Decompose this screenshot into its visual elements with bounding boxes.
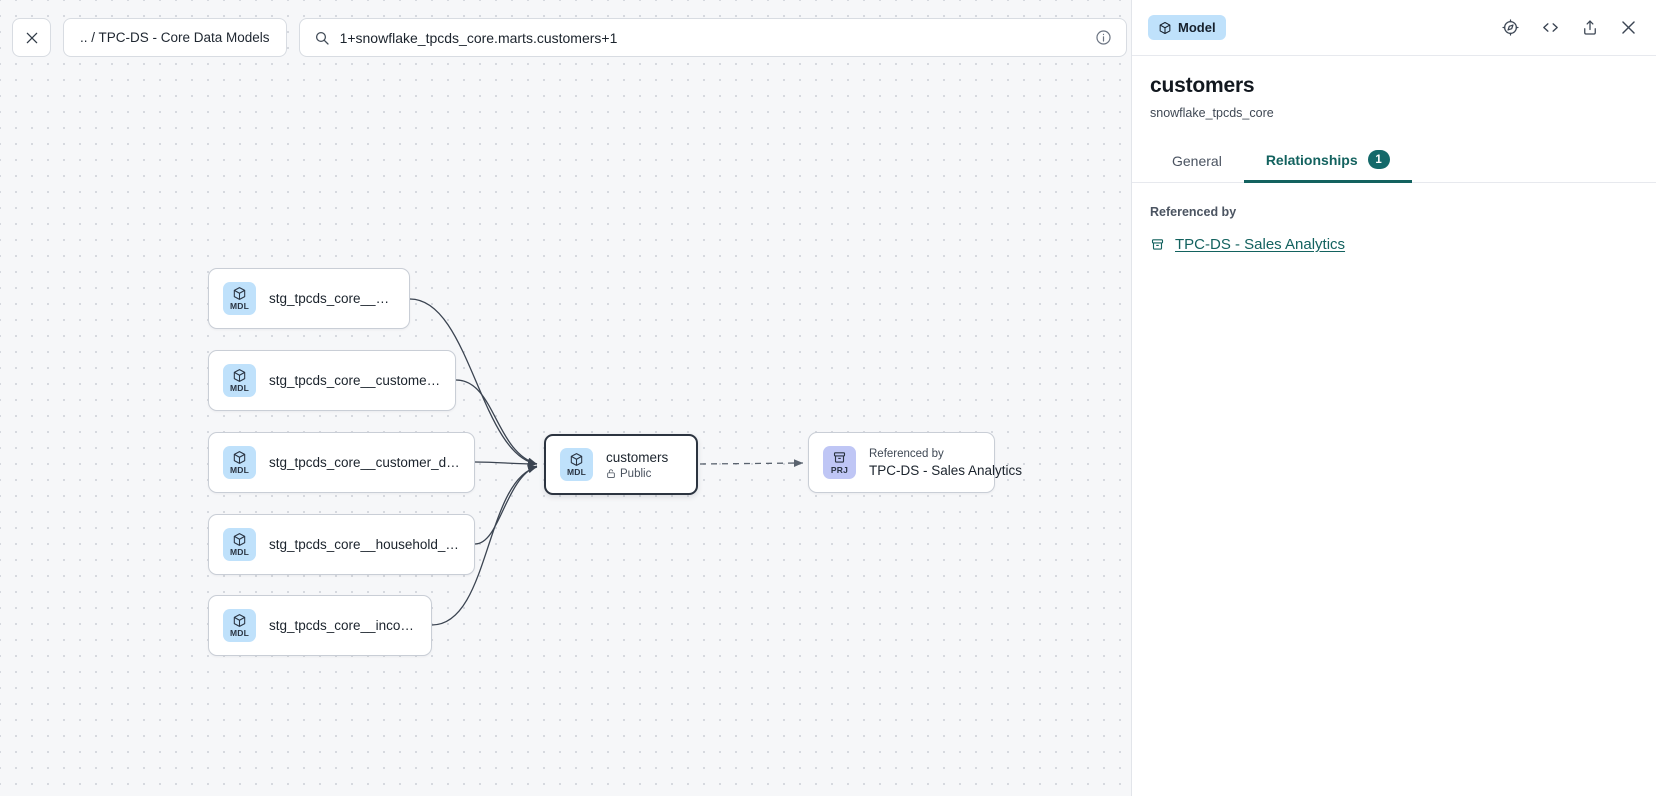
lineage-search-bar[interactable] — [298, 18, 1127, 57]
relationships-content: Referenced by TPC-DS - Sales Analytics — [1132, 183, 1656, 253]
info-icon[interactable] — [1095, 29, 1112, 46]
model-badge: MDL — [223, 609, 256, 642]
details-panel-heading: customers snowflake_tpcds_core — [1132, 56, 1656, 120]
breadcrumb-label: .. / TPC-DS - Core Data Models — [80, 30, 270, 45]
reference-link-label: TPC-DS - Sales Analytics — [1175, 236, 1346, 253]
model-badge: MDL — [223, 528, 256, 561]
cube-icon — [1159, 21, 1171, 34]
node-stg-tpcds-core-customer-demographics[interactable]: MDL stg_tpcds_core__customer_demogra... — [208, 432, 475, 493]
node-label: stg_tpcds_core__customer_demogra... — [269, 455, 460, 470]
node-label: stg_tpcds_core__household_demogr... — [269, 537, 460, 552]
details-panel: Model — [1131, 0, 1656, 796]
node-label: stg_tpcds_core__customer_address — [269, 373, 441, 388]
close-lineage-button[interactable] — [12, 18, 51, 57]
model-badge-abbr: MDL — [229, 547, 249, 558]
node-stg-tpcds-core-household-demographics[interactable]: MDL stg_tpcds_core__household_demogr... — [208, 514, 475, 575]
page-title: customers — [1150, 74, 1255, 97]
node-label: stg_tpcds_core__customer — [269, 291, 395, 306]
close-icon[interactable] — [1619, 18, 1638, 37]
node-stg-tpcds-core-income-band[interactable]: MDL stg_tpcds_core__income_band — [208, 595, 432, 656]
project-icon — [1150, 237, 1165, 252]
model-badge-abbr: MDL — [566, 467, 586, 478]
section-referenced-by-label: Referenced by — [1150, 205, 1237, 219]
node-text-column: customers Public — [606, 450, 668, 480]
node-label: stg_tpcds_core__income_band — [269, 618, 417, 633]
model-badge-abbr: MDL — [229, 465, 249, 476]
project-badge-abbr: PRJ — [830, 465, 849, 476]
tab-relationships-count: 1 — [1367, 150, 1390, 169]
tab-general[interactable]: General — [1150, 145, 1244, 183]
page-subtitle: snowflake_tpcds_core — [1150, 106, 1274, 120]
model-badge: MDL — [223, 446, 256, 479]
search-input[interactable] — [339, 29, 1085, 46]
share-icon[interactable] — [1581, 18, 1599, 37]
explore-icon[interactable] — [1501, 18, 1520, 37]
model-badge: MDL — [223, 364, 256, 397]
search-icon — [314, 30, 330, 46]
model-badge-abbr: MDL — [229, 301, 249, 312]
details-tabs: General Relationships 1 — [1132, 142, 1656, 183]
resource-type-badge: Model — [1148, 15, 1226, 40]
project-badge: PRJ — [823, 446, 856, 479]
lineage-canvas[interactable]: MDL stg_tpcds_core__customer MDL stg_tpc… — [0, 0, 1131, 796]
code-icon[interactable] — [1540, 18, 1561, 37]
node-referenced-by-project[interactable]: PRJ Referenced by TPC-DS - Sales Analyti… — [808, 432, 1023, 493]
node-text-column: Referenced by TPC-DS - Sales Analytics — [869, 447, 1023, 478]
breadcrumb[interactable]: .. / TPC-DS - Core Data Models — [63, 18, 287, 57]
node-customers-selected[interactable]: MDL customers Public — [544, 434, 698, 495]
tab-relationships[interactable]: Relationships 1 — [1243, 142, 1412, 183]
model-badge: MDL — [560, 448, 593, 481]
model-badge: MDL — [223, 282, 256, 315]
canvas-toolbar: .. / TPC-DS - Core Data Models — [12, 18, 1131, 57]
lineage-nodes: MDL stg_tpcds_core__customer MDL stg_tpc… — [208, 268, 1023, 656]
lock-icon — [607, 469, 615, 478]
node-stg-tpcds-core-customer-address[interactable]: MDL stg_tpcds_core__customer_address — [208, 350, 456, 411]
model-badge-abbr: MDL — [229, 383, 249, 394]
details-panel-header: Model — [1132, 0, 1656, 56]
panel-action-icons — [1501, 18, 1638, 37]
node-title: TPC-DS - Sales Analytics — [869, 462, 1023, 478]
close-icon — [26, 32, 37, 43]
node-title: customers — [606, 449, 669, 465]
node-caption: Referenced by — [869, 447, 944, 460]
node-access-label: Public — [620, 467, 652, 480]
node-access: Public — [606, 468, 668, 480]
node-stg-tpcds-core-customer[interactable]: MDL stg_tpcds_core__customer — [208, 268, 410, 329]
reference-link-tpc-ds-sales-analytics[interactable]: TPC-DS - Sales Analytics — [1150, 236, 1638, 253]
tab-relationships-label: Relationships — [1265, 151, 1358, 168]
model-badge-abbr: MDL — [229, 628, 249, 639]
resource-type-label: Model — [1178, 20, 1216, 35]
tab-general-label: General — [1172, 153, 1222, 169]
